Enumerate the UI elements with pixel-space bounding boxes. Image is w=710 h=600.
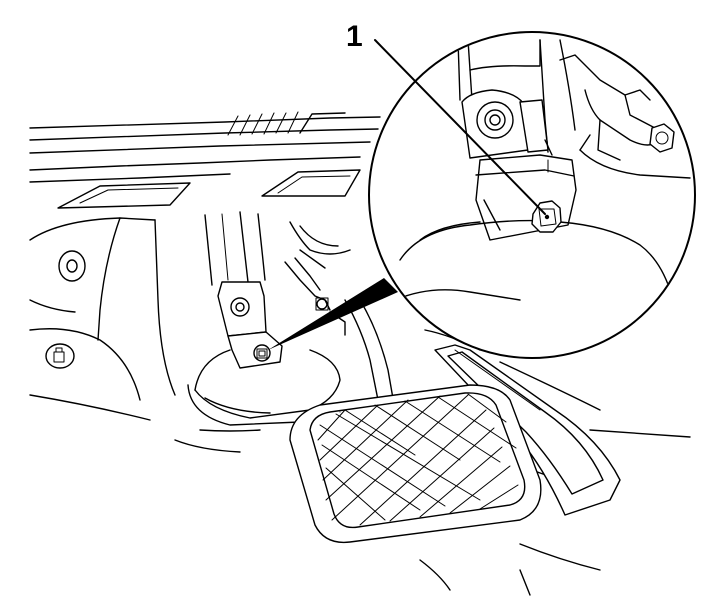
grommet-upper: [58, 250, 86, 282]
left-side-panel: [29, 217, 241, 453]
brake-pedal: [289, 384, 542, 544]
universal-joint-main: [217, 281, 283, 369]
callout-1: 1: [346, 20, 546, 215]
plug-lower: [45, 343, 75, 369]
column-boot: [187, 349, 341, 426]
zoom-leader: [268, 278, 398, 350]
callout-number: 1: [346, 20, 363, 53]
steering-column: [204, 211, 351, 286]
vent-openings: [57, 169, 361, 209]
dashboard-trim: [29, 111, 381, 183]
pedal-tread-pattern: [317, 393, 519, 526]
detail-view: [368, 31, 696, 359]
pinch-bolt-main: [253, 344, 271, 362]
